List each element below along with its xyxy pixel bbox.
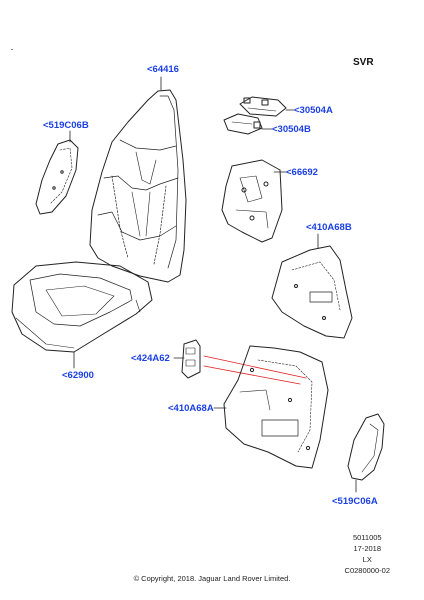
copyright-notice: © Copyright, 2018. Jaguar Land Rover Lim… xyxy=(133,574,291,583)
part-label-66692[interactable]: <66692 xyxy=(286,167,318,178)
part-label-424A62[interactable]: <424A62 xyxy=(131,353,170,364)
seat-switch-part xyxy=(181,339,201,379)
part-label-62900[interactable]: <62900 xyxy=(62,370,94,381)
side-trim-left-part xyxy=(35,139,79,215)
highlight-lines xyxy=(203,355,307,385)
side-trim-right-part xyxy=(347,413,385,481)
rear-trim-lower-part xyxy=(223,345,329,469)
stray-mark xyxy=(11,49,13,50)
part-label-30504A[interactable]: <30504A xyxy=(294,105,333,116)
seat-cushion-part xyxy=(11,261,153,353)
part-label-519C06A[interactable]: <519C06A xyxy=(332,496,378,507)
headrest-guide-lower-part xyxy=(223,113,263,135)
reference-line-1: 5011005 xyxy=(352,533,382,542)
part-label-519C06B[interactable]: <519C06B xyxy=(43,120,89,131)
part-label-410A68B[interactable]: <410A68B xyxy=(306,222,352,233)
diagram-reference-block: 5011005 17-2018 LX C0280000-02 xyxy=(345,532,390,576)
back-frame-panel-part xyxy=(221,159,283,243)
rear-trim-upper-part xyxy=(271,245,353,339)
headrest-guide-upper-part xyxy=(239,96,287,117)
part-label-30504B[interactable]: <30504B xyxy=(272,124,311,135)
part-label-64416[interactable]: <64416 xyxy=(147,64,179,75)
reference-line-4: C0280000-02 xyxy=(344,566,390,575)
reference-line-2: 17-2018 xyxy=(353,544,382,553)
reference-line-3: LX xyxy=(362,555,372,564)
variant-title: SVR xyxy=(353,57,374,68)
seat-back-part xyxy=(89,89,187,283)
part-label-410A68A[interactable]: <410A68A xyxy=(168,403,214,414)
